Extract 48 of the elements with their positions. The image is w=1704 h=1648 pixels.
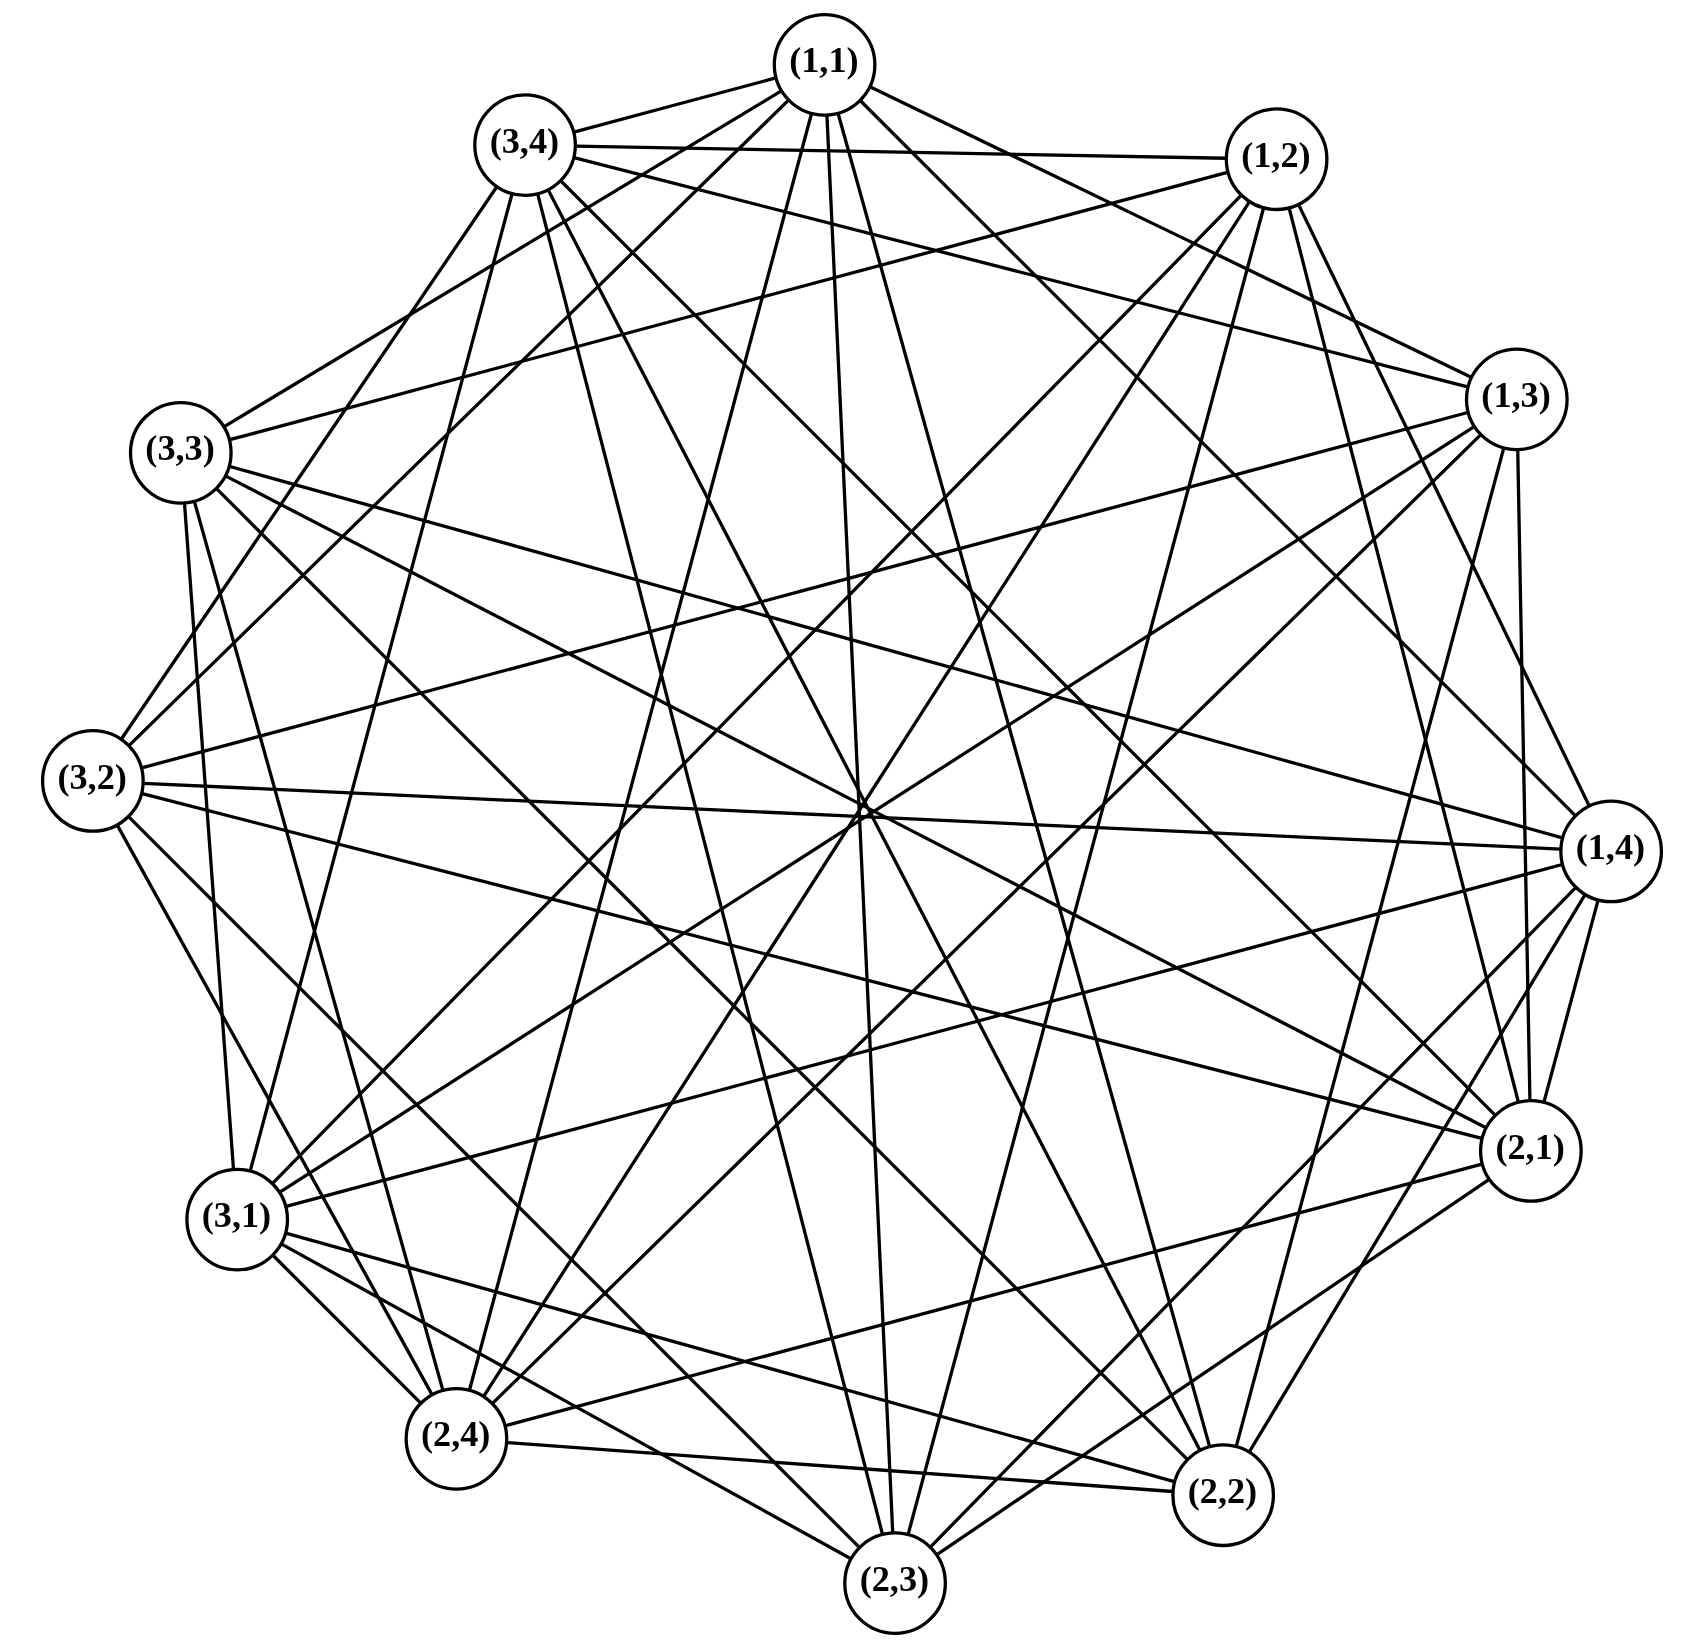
- connector: [825, 115, 895, 1533]
- node-circle: (3,2): [40, 729, 145, 833]
- connector: [869, 85, 1472, 379]
- connector: [285, 1231, 1175, 1484]
- node-circle: (2,3): [843, 1531, 947, 1636]
- connector: [1234, 448, 1506, 1447]
- connector: [1542, 899, 1600, 1103]
- connector: [229, 464, 1563, 840]
- connector: [215, 487, 1189, 1461]
- connector: [127, 815, 861, 1549]
- node-circle: (3,1): [185, 1167, 290, 1272]
- connector: [468, 113, 814, 1391]
- connector: [280, 1242, 852, 1561]
- node-circle: (1,4): [1559, 799, 1664, 904]
- node-circle: (1,2): [1224, 107, 1329, 212]
- connector: [1516, 449, 1532, 1101]
- connector: [271, 194, 1242, 1185]
- connector: [182, 503, 236, 1170]
- connector: [141, 410, 1469, 770]
- connector: [127, 99, 790, 747]
- node-circle: (1,1): [772, 12, 877, 117]
- connector: [929, 886, 1577, 1549]
- node-circle: (2,4): [404, 1386, 509, 1491]
- connector: [1297, 203, 1591, 807]
- connector: [192, 501, 445, 1391]
- connector: [1247, 893, 1587, 1453]
- node-circle: (1,3): [1464, 347, 1569, 452]
- node-circle: (2,2): [1171, 1443, 1276, 1548]
- connector: [936, 1177, 1491, 1557]
- connector: [115, 824, 434, 1396]
- connector: [859, 99, 1577, 817]
- connector: [482, 200, 1251, 1397]
- node-circle: (3,4): [473, 93, 577, 198]
- connector: [223, 89, 783, 429]
- node-circle: (2,1): [1478, 1099, 1583, 1203]
- node-circle: (3,3): [128, 400, 233, 505]
- connector: [836, 113, 1212, 1447]
- connector: [546, 189, 1202, 1452]
- connector: [1287, 207, 1520, 1103]
- connector: [119, 186, 498, 741]
- connector: [559, 179, 1497, 1117]
- connector: [225, 474, 1487, 1130]
- connector: [906, 207, 1266, 1535]
- connector: [279, 425, 1476, 1194]
- connector: [248, 193, 514, 1172]
- connector: [271, 1254, 422, 1405]
- connector: [536, 194, 885, 1535]
- connector: [491, 434, 1482, 1405]
